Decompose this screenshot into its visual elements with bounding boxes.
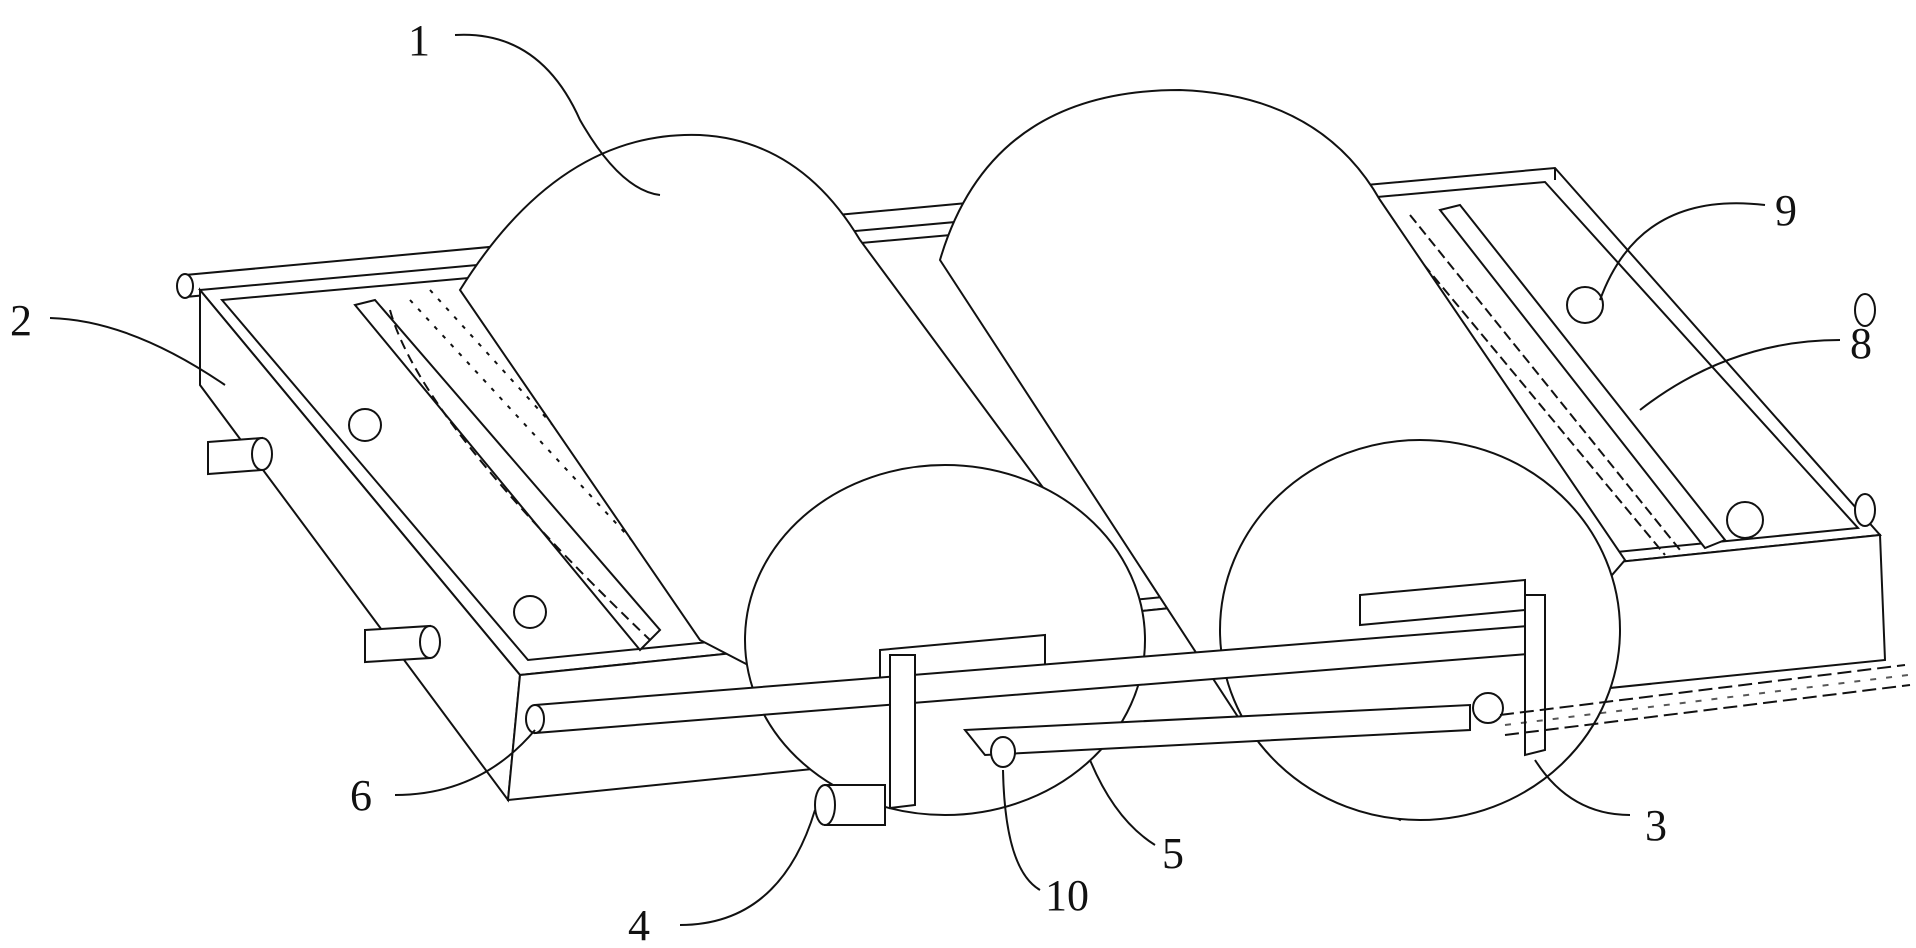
label-3: 3: [1645, 801, 1667, 850]
label-4: 4: [628, 901, 650, 948]
label-6: 6: [350, 771, 372, 820]
label-9: 9: [1775, 186, 1797, 235]
label-10: 10: [1045, 871, 1089, 920]
label-2: 2: [10, 296, 32, 345]
label-1: 1: [408, 16, 430, 65]
label-8: 8: [1850, 319, 1872, 368]
label-5: 5: [1162, 829, 1184, 878]
